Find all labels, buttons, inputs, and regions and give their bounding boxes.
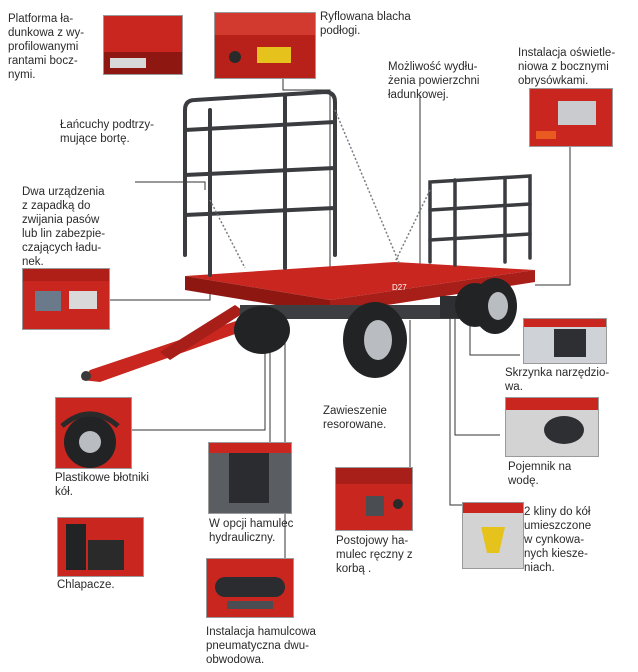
thumb-water-tank (505, 397, 599, 457)
thumb-lighting (529, 88, 613, 147)
leader-lancuchy (135, 181, 206, 190)
label-wydluzenie: Możliwość wydłu- żenia powierzchni ładun… (388, 61, 480, 101)
leader-blotniki (105, 345, 266, 431)
label-pojemnik: Pojemnik na wodę. (508, 461, 572, 487)
label-oswietlenie: Instalacja oświetle- niowa z bocznymi ob… (518, 47, 616, 87)
label-platforma: Platforma ła- dunkowa z wy- profilowanym… (8, 13, 85, 81)
thumb-ratchet (22, 268, 110, 330)
drawbar-eye (81, 371, 91, 381)
label-lancuchy: Łańcuchy podtrzy- mujące bortę. (60, 119, 154, 145)
rear-ladder (428, 174, 532, 267)
label-skrzynka: Skrzynka narzędzio- wa. (505, 367, 610, 393)
leader-pojemnik (454, 310, 500, 436)
label-pneumatyczna: Instalacja hamulcowa pneumatyczna dwu- o… (206, 626, 316, 666)
leader-oswietlenie (535, 145, 571, 286)
label-hamulec-hydr: W opcji hamulec hydrauliczny. (209, 518, 294, 544)
thumb-checker-plate (214, 12, 316, 79)
label-chlapacze: Chlapacze. (57, 579, 115, 591)
drawbar-arm (160, 305, 245, 360)
label-blotniki: Plastikowe błotniki kół. (55, 472, 149, 498)
thumb-toolbox (523, 318, 607, 364)
thumb-hydraulic-brake (208, 442, 292, 514)
label-postojowy: Postojowy ha- mulec ręczny z korbą . (336, 535, 413, 575)
platform-side-front (185, 276, 330, 314)
label-zwijanie: Dwa urządzenia z zapadką do zwijania pas… (22, 186, 106, 268)
label-kliny: 2 kliny do kół umieszczone w cynkowa- ny… (524, 506, 592, 574)
platform-deck (185, 262, 535, 300)
support-chains (209, 109, 431, 269)
label-ryflowana: Ryflowana blacha podłogi. (320, 11, 411, 37)
front-wheel-left (234, 306, 290, 354)
thumb-mudflaps (57, 517, 144, 577)
front-wheel-rim (364, 320, 392, 360)
front-ladder (183, 89, 337, 277)
label-zawieszenie: Zawieszenie resorowane. (323, 405, 387, 431)
thumb-platform-edge (103, 15, 183, 75)
thumb-pneumatic-brake (206, 558, 294, 618)
platform-badge: D27 (392, 283, 407, 292)
rear-wheel-rim (488, 292, 508, 320)
thumb-wheel-chocks (462, 502, 524, 569)
thumb-hand-brake (335, 467, 413, 531)
thumb-mudguard (55, 397, 132, 469)
